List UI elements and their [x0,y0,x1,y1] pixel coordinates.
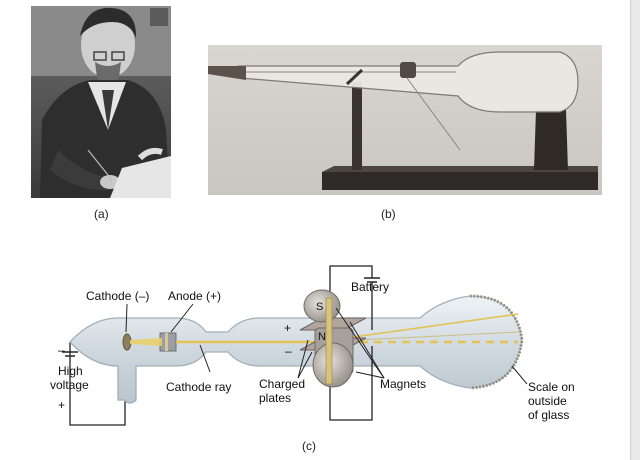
plate-minus-label: – [285,344,292,358]
scale-label-1: Scale on [528,380,575,394]
magnet-n [312,342,354,388]
battery-wire [329,265,373,300]
anode-label: Anode (+) [168,289,222,303]
magnet-n-label: N [318,331,326,343]
scale-label-3: of glass [528,408,570,422]
charged-plates-label-1: Charged [259,377,306,391]
hv-minus-label: – [58,343,65,357]
caption-c: (c) [302,439,316,453]
high-voltage-label-2: voltage [50,378,89,392]
scale-label-2: outside [528,394,567,408]
caption-a: (a) [94,207,109,221]
charged-plates-label-2: plates [259,391,292,405]
battery-label: Battery [351,280,390,294]
scale-on-glass [469,294,524,390]
plate-plus-label: + [284,321,292,335]
cathode-ray-tube-photo [208,45,602,195]
cathode [122,333,132,351]
portrait-photo [31,6,171,198]
cathode-label: Cathode (–) [86,289,150,303]
high-voltage-label-1: High [58,364,83,378]
scrollbar[interactable] [630,0,640,460]
hv-wire [69,342,126,426]
thomson-apparatus-diagram [62,265,528,426]
glass-tube [69,295,523,404]
caption-b: (b) [381,207,396,221]
magnet-s-label: S [316,301,324,313]
cathode-ray-label: Cathode ray [166,380,232,394]
magnets-label: Magnets [380,377,427,391]
hv-plus-label: + [58,398,66,412]
